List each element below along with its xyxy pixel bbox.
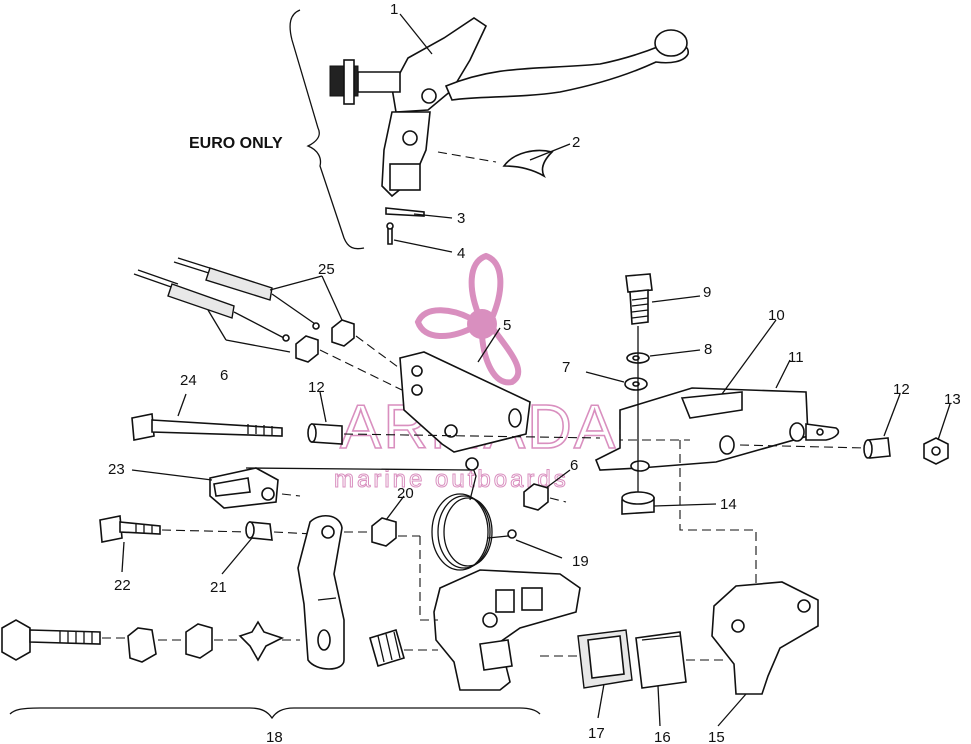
nut-middle [523, 483, 549, 511]
nut-20 [371, 517, 397, 547]
caliper-body [419, 536, 581, 691]
callout-12-left: 12 [308, 379, 325, 396]
callout-4: 4 [457, 245, 465, 262]
callout-10: 10 [768, 307, 785, 324]
callout-21: 21 [210, 579, 227, 596]
callout-25: 25 [318, 261, 335, 278]
cable-anchor [209, 467, 471, 509]
callout-5: 5 [503, 317, 511, 334]
callout-23: 23 [108, 461, 125, 478]
part-2-clip [502, 149, 554, 179]
callout-7: 7 [562, 359, 570, 376]
cable-nuts [295, 319, 403, 391]
callout-12-right: 12 [893, 381, 910, 398]
leader-lines [121, 13, 951, 727]
callout-22: 22 [114, 577, 131, 594]
callout-15: 15 [708, 729, 725, 744]
callout-6-mid: 6 [570, 457, 578, 474]
callout-3: 3 [457, 210, 465, 227]
propeller-logo-icon [414, 252, 522, 386]
callout-6-top: 6 [220, 367, 228, 384]
brake-cables [133, 257, 320, 342]
brake-pads [540, 629, 726, 689]
brake-lever [329, 17, 689, 198]
part-4-screw [387, 227, 393, 245]
callout-20: 20 [397, 485, 414, 502]
right-bushing-and-nut [739, 437, 949, 465]
callout-8: 8 [704, 341, 712, 358]
torsion-spring [431, 457, 517, 571]
caliper-bracket [399, 351, 531, 453]
backing-plate [711, 581, 819, 695]
callout-18: 18 [266, 729, 283, 744]
long-bolt [131, 413, 283, 441]
callout-24: 24 [180, 372, 197, 389]
callout-2: 2 [572, 134, 580, 151]
callout-19: 19 [572, 553, 589, 570]
callout-1: 1 [390, 1, 398, 18]
euro-only-group: EURO ONLY [189, 9, 689, 250]
euro-only-label: EURO ONLY [189, 135, 283, 152]
callout-17: 17 [588, 725, 605, 742]
adjuster-gear [369, 628, 438, 668]
callout-13: 13 [944, 391, 961, 408]
callout-9: 9 [703, 284, 711, 301]
callout-14: 14 [720, 496, 737, 513]
bolt-and-washers [621, 273, 655, 515]
callout-16: 16 [654, 729, 671, 744]
callout-labels: 1 2 3 4 5 6 6 7 8 9 10 11 12 12 13 14 15… [108, 1, 961, 744]
adjuster-assembly [1, 619, 541, 720]
mounting-bracket [594, 387, 840, 627]
callout-11: 11 [788, 349, 804, 366]
actuator-arm [297, 515, 345, 670]
short-bolt [99, 515, 249, 543]
